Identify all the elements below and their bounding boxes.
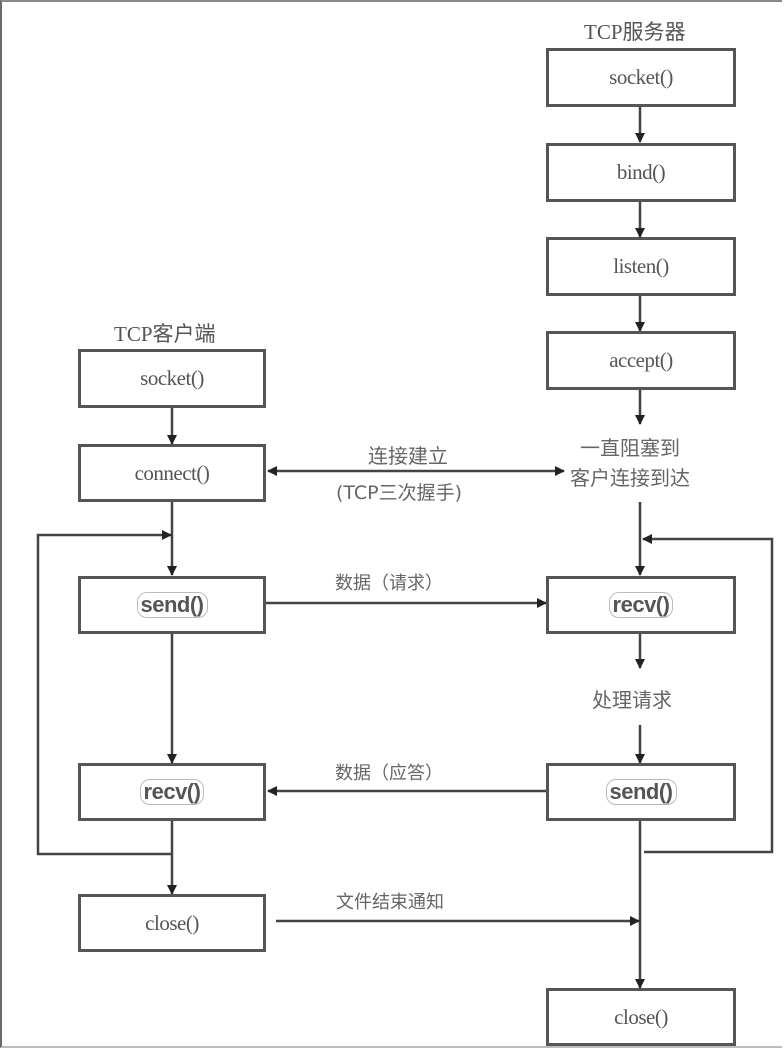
server-send-label: send() bbox=[605, 779, 677, 805]
connect-label-top: 连接建立 bbox=[368, 444, 448, 468]
server-socket-box: socket() bbox=[546, 48, 736, 107]
server-title: TCP服务器 bbox=[584, 20, 686, 44]
response-label: 数据（应答） bbox=[335, 763, 443, 784]
client-close-box: close() bbox=[78, 894, 266, 952]
server-blocking-note-line1: 一直阻塞到 bbox=[580, 436, 680, 460]
client-close-label: close() bbox=[145, 910, 199, 935]
client-connect-box: connect() bbox=[78, 444, 266, 502]
server-process-note: 处理请求 bbox=[592, 688, 672, 712]
server-recv-label: recv() bbox=[608, 592, 674, 618]
client-title: TCP客户端 bbox=[114, 322, 216, 346]
server-listen-box: listen() bbox=[546, 237, 736, 296]
client-send-label: send() bbox=[136, 592, 208, 618]
connect-label-bottom: (TCP三次握手) bbox=[336, 482, 463, 504]
server-close-box: close() bbox=[546, 988, 736, 1046]
client-recv-label: recv() bbox=[139, 779, 205, 805]
server-blocking-note-line2: 客户连接到达 bbox=[570, 466, 690, 490]
client-send-box: send() bbox=[78, 576, 266, 634]
server-recv-box: recv() bbox=[546, 576, 736, 634]
request-label: 数据（请求） bbox=[335, 573, 443, 594]
server-bind-box: bind() bbox=[546, 143, 736, 202]
client-socket-box: socket() bbox=[78, 349, 266, 408]
client-loop-line bbox=[36, 530, 172, 856]
server-loop-line bbox=[642, 534, 774, 854]
client-recv-box: recv() bbox=[78, 763, 266, 821]
server-bind-label: bind() bbox=[616, 160, 666, 184]
server-accept-box: accept() bbox=[546, 331, 736, 390]
server-listen-label: listen() bbox=[613, 254, 669, 278]
client-socket-label: socket() bbox=[140, 366, 204, 390]
server-accept-label: accept() bbox=[609, 348, 673, 372]
server-socket-label: socket() bbox=[609, 65, 673, 89]
eof-label: 文件结束通知 bbox=[336, 892, 444, 913]
server-send-box: send() bbox=[546, 763, 736, 821]
server-close-label: close() bbox=[614, 1004, 668, 1029]
client-connect-label: connect() bbox=[134, 460, 210, 485]
